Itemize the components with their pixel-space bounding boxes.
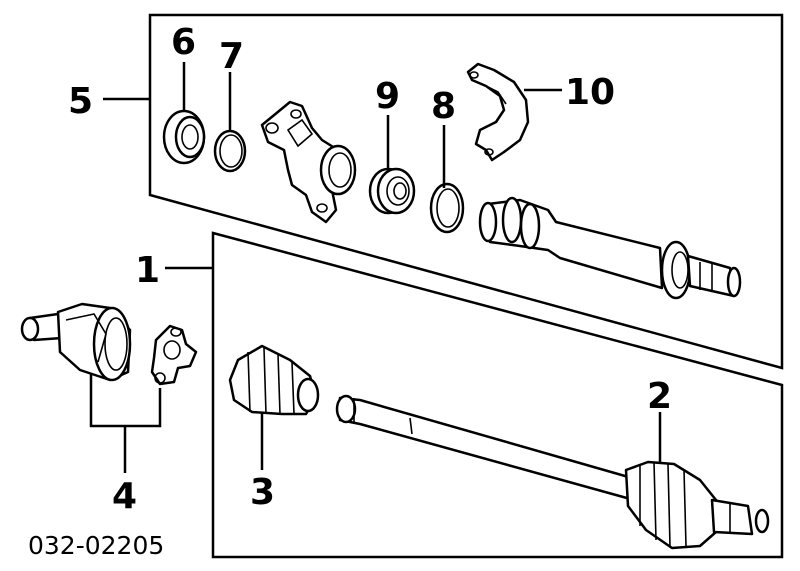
callout-4: 4	[112, 476, 137, 517]
half-shaft-icon	[478, 196, 742, 300]
callout-1: 1	[135, 250, 160, 291]
callout-2: 2	[647, 376, 672, 417]
callout-8: 8	[431, 86, 456, 127]
group-box-1	[211, 231, 784, 559]
callout-7: 7	[219, 36, 244, 77]
cv-joint-housing-icon	[20, 302, 132, 382]
group-box-5	[148, 13, 784, 370]
callout-5: 5	[68, 81, 93, 122]
cv-boot-icon	[228, 344, 320, 416]
retaining-ring-icon	[429, 182, 465, 234]
callout-10: 10	[565, 72, 615, 113]
drive-shaft-assembly-icon	[335, 394, 770, 550]
callout-3: 3	[250, 472, 275, 513]
callout-6: 6	[171, 22, 196, 63]
spider-tripod-icon	[150, 324, 198, 386]
oil-seal-icon	[162, 109, 206, 165]
bearing-cap-icon	[466, 62, 530, 162]
snap-ring-icon	[213, 129, 247, 173]
bearing-bracket-icon	[260, 100, 357, 224]
ball-bearing-icon	[368, 167, 416, 215]
callout-9: 9	[375, 76, 400, 117]
diagram-code: 032-02205	[28, 531, 164, 560]
